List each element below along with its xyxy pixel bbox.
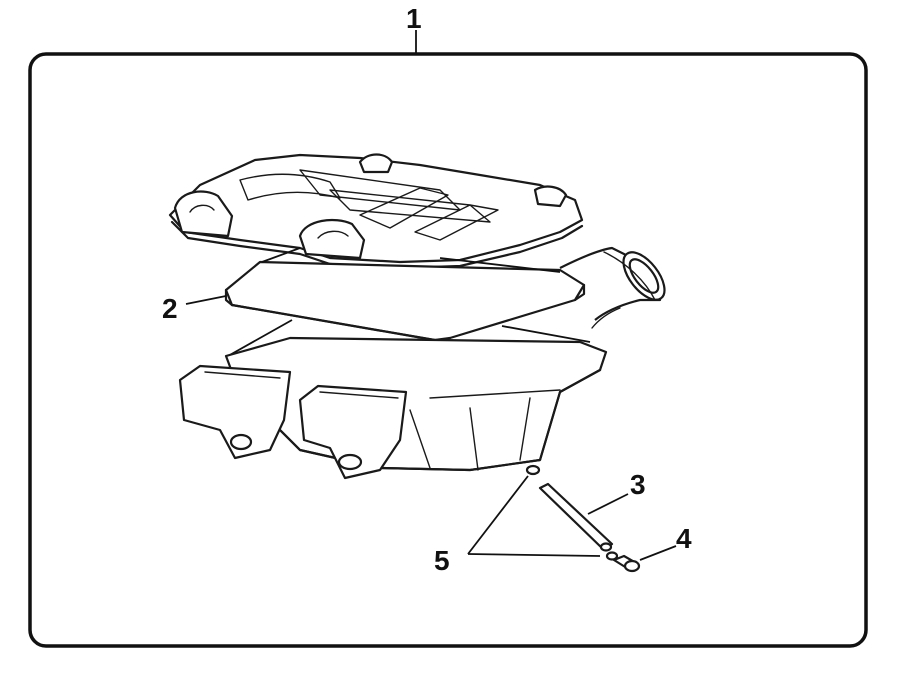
callout-3: 3	[630, 469, 646, 500]
air-cleaner-cover	[168, 153, 584, 270]
filter-leader	[185, 295, 227, 305]
clip-leader	[467, 475, 529, 555]
filter-guide-line	[261, 247, 301, 263]
assembly-frame	[28, 52, 868, 648]
callout-1: 1	[406, 3, 422, 34]
filter-guide-line	[227, 319, 293, 357]
rod	[538, 482, 614, 552]
intake-snorkel	[559, 246, 666, 329]
filter-element	[224, 260, 586, 343]
filter-guide-line	[439, 257, 561, 273]
air-cleaner-box	[178, 336, 608, 480]
bolt	[612, 554, 641, 573]
callout-4: 4	[676, 523, 692, 554]
rod-leader	[587, 493, 629, 515]
callout-2: 2	[162, 293, 178, 324]
callout-5: 5	[434, 545, 450, 576]
clips	[525, 464, 619, 561]
clip-leader	[467, 553, 601, 557]
filter-guide-line	[501, 325, 591, 343]
bolt-leader	[639, 545, 677, 561]
